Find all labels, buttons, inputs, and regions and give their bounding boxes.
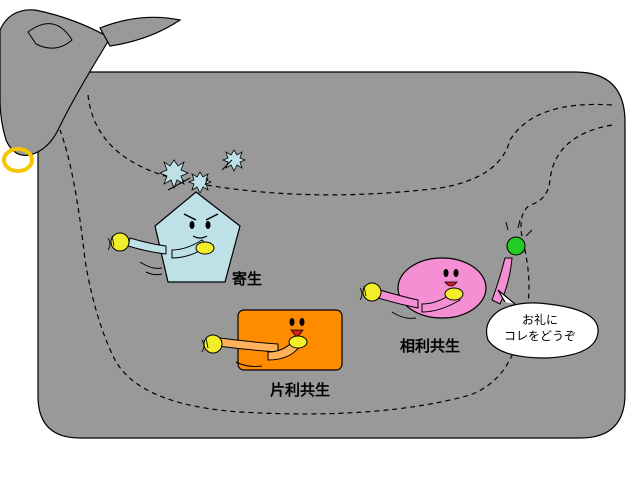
label-mutualism: 相利共生 (400, 337, 461, 355)
mutualist-character (359, 219, 533, 319)
nose-ring (2, 147, 34, 173)
speech-line-2: コレをどうぞ (503, 329, 576, 343)
commensal-character (201, 309, 343, 371)
speech-line-1: お礼に (521, 313, 558, 327)
speech-bubble (485, 289, 599, 359)
stomach-outline (59, 124, 613, 415)
speech-bubble-text: お礼に コレをどうぞ (492, 312, 588, 344)
label-commensalism: 片利共生 (270, 381, 331, 399)
label-parasitism: 寄生 (232, 270, 263, 288)
parasite-character (107, 149, 247, 283)
spark-icon (158, 149, 247, 194)
cow-head (0, 9, 182, 157)
stomach-outline (87, 94, 613, 196)
gift-ball (506, 236, 526, 256)
cow-body (37, 71, 626, 439)
